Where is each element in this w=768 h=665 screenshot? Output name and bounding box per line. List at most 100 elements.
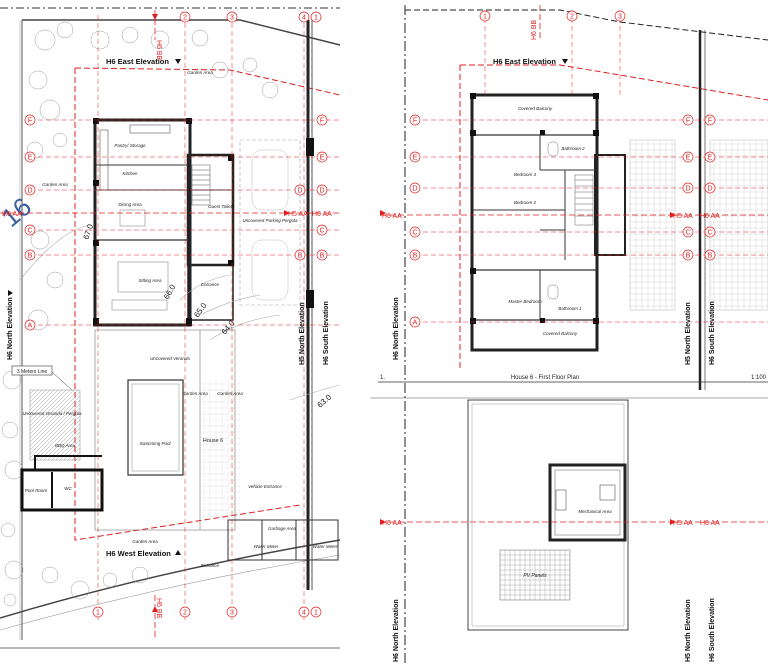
grid-letter-C: C — [27, 228, 32, 235]
room-water-meter: Water Meter — [254, 544, 279, 549]
grid-letter-D: D — [27, 188, 32, 195]
section-marker-bottom: H6 BB — [155, 598, 162, 619]
room-pv-panels: PV Panels — [523, 573, 547, 579]
roof-north-elevation: H6 North Elevation — [393, 599, 400, 662]
grid-number-1: 1 — [314, 15, 318, 22]
grid-letter-D: D — [319, 188, 324, 195]
roof-section-marker-h5aa: H5 AA — [673, 520, 693, 527]
section-triangle-icons — [152, 14, 676, 612]
room-veranda-pergola: Uncovered Veranda / Pergola — [22, 411, 82, 416]
drawing-number: 1. — [380, 375, 385, 381]
right-north-elevation: H6 North Elevation — [393, 297, 400, 360]
room-bbq: BBQ Area — [55, 443, 76, 448]
room-garden-left: Garden Area — [42, 182, 68, 187]
grid-letter-D: D — [412, 186, 417, 193]
h6-south-elevation-right: H6 South Elevation — [709, 301, 716, 365]
section-marker-h5aa: H5 AA — [288, 211, 308, 218]
room-dining: Dining Area — [118, 202, 142, 207]
grid-letter-B: B — [298, 253, 303, 260]
grid-number-3: 3 — [618, 14, 622, 21]
grid-letter-F: F — [28, 118, 32, 125]
grid-letter-A: A — [413, 320, 418, 327]
house-label: House 6 — [203, 438, 224, 444]
grid-letter-F: F — [413, 118, 417, 125]
room-guest-toilet: Guest Toilet — [208, 204, 233, 209]
grid-right — [415, 10, 768, 323]
grid-letter-E: E — [686, 155, 691, 162]
grid-letter-E: E — [413, 155, 418, 162]
elevation-arrow-up-icon — [175, 550, 181, 555]
drawing-title: House 6 - First Floor Plan — [511, 375, 579, 381]
room-sitting: Sitting Area — [138, 278, 162, 283]
ff-section-marker-h5aa: H5 AA — [673, 213, 693, 220]
left-bottom-elevation: H6 West Elevation — [106, 549, 171, 558]
room-garden-mid1: Garden Area — [182, 391, 208, 396]
grid-left — [30, 15, 340, 620]
grid-letter-D: D — [685, 186, 690, 193]
room-covered-balcony-bottom: Covered Balcony — [543, 331, 578, 336]
room-bathroom1: Bathroom 1 — [558, 306, 582, 311]
grid-letter-B: B — [708, 253, 713, 260]
room-vehicle-entrance: Vehicle Entrance — [248, 484, 282, 489]
room-bedroom3: Bedroom 3 — [514, 172, 537, 177]
roof-section-marker-h6aa: H6 AA — [382, 520, 402, 527]
drawing-scale: 1:100 — [751, 375, 767, 381]
room-entrance-bottom: Entrance — [201, 563, 220, 568]
section-marker-top: H6 BB — [155, 40, 162, 61]
grid-letter-B: B — [28, 253, 33, 260]
grid-letter-D: D — [707, 186, 712, 193]
grid-number-1: 1 — [314, 610, 318, 617]
grid-letter-F: F — [320, 118, 324, 125]
contour-65: 65.0 — [192, 301, 209, 319]
room-master: Master Bedroom — [508, 299, 542, 304]
h6-south-elevation-left: H6 South Elevation — [323, 301, 330, 365]
roof-plan — [370, 397, 768, 631]
elevation-arrow-down-icon — [175, 59, 181, 64]
grid-bubbles-numbers — [92, 10, 626, 618]
grid-letter-C: C — [685, 230, 690, 237]
room-garden-bottom: Garden Area — [132, 539, 158, 544]
grid-letter-C: C — [707, 230, 712, 237]
ff-section-marker-top: H6 BB — [531, 19, 538, 40]
roof-section-marker-h6aa-right: H6 AA — [700, 520, 720, 527]
parking-pergola — [239, 139, 301, 306]
grid-letter-F: F — [686, 118, 690, 125]
section-marker-h6aa: H6 AA — [2, 211, 22, 218]
left-north-elevation: H6 North Elevation — [7, 297, 14, 360]
room-parking: Uncovered Parking Pergola — [242, 218, 298, 223]
section-marker-h6aa-right: H6 AA — [312, 211, 332, 218]
grid-letter-E: E — [320, 155, 325, 162]
h5-north-elevation-left: H5 North Elevation — [299, 302, 306, 365]
room-water-meter-2: Water Meter — [313, 544, 338, 549]
room-garbage: Garbage Area — [268, 526, 297, 531]
grid-letter-E: E — [708, 155, 713, 162]
room-entrance: Entrance — [201, 282, 220, 287]
grid-number-1: 1 — [483, 14, 487, 21]
room-pool-room: Pool Room — [25, 488, 48, 493]
contour-63: 63.0 — [316, 392, 334, 409]
grid-letter-C: C — [412, 230, 417, 237]
room-pantry: Pantry/ Storage — [114, 143, 146, 148]
grid-letter-B: B — [413, 253, 418, 260]
columns-first — [470, 93, 599, 324]
grid-bubbles-left-letters — [24, 114, 716, 331]
left-top-elevation: H6 East Elevation — [106, 57, 169, 66]
grid-number-2: 2 — [570, 14, 574, 21]
right-top-elevation: H6 East Elevation — [493, 57, 556, 66]
grid-number-4: 4 — [302, 15, 306, 22]
grid-letter-F: F — [708, 118, 712, 125]
grid-letter-C: C — [319, 228, 324, 235]
meters-line-callout — [11, 365, 53, 376]
grid-letter-A: A — [28, 323, 33, 330]
grid-letter-B: B — [320, 253, 325, 260]
ff-section-marker-h6aa: H6 AA — [382, 213, 402, 220]
meters-line-label: 3 Meters Line — [17, 369, 48, 375]
roof-h5-north-elevation: H5 North Elevation — [685, 599, 692, 662]
room-veranda: Uncovered Veranda — [150, 356, 190, 361]
grid-number-3: 3 — [230, 610, 234, 617]
ff-section-marker-h6aa-right: H6 AA — [700, 213, 720, 220]
grid-letter-E: E — [28, 155, 33, 162]
contour-67: 67.0 — [81, 222, 95, 240]
contour-lines — [19, 224, 341, 401]
